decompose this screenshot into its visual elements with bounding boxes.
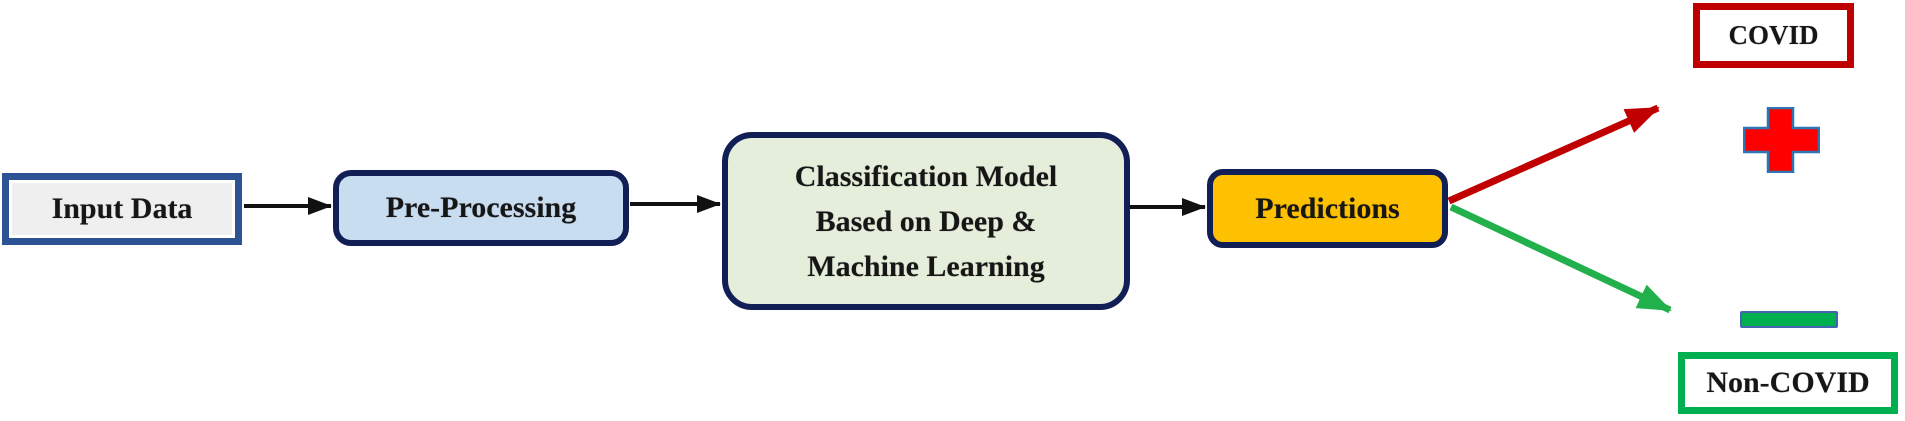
plus-icon — [1743, 107, 1820, 173]
input-data-label: Input Data — [51, 192, 193, 225]
predictions-node: Predictions — [1207, 169, 1448, 248]
predictions-label: Predictions — [1255, 191, 1400, 225]
covid-outcome-node: COVID — [1693, 3, 1854, 68]
arrow-predictions-to-covid — [1447, 104, 1660, 205]
preprocessing-label: Pre-Processing — [385, 191, 577, 224]
model-label-line3: Machine Learning — [807, 249, 1045, 283]
covid-label: COVID — [1728, 20, 1819, 50]
classification-model-node: Classification Model Based on Deep & Mac… — [722, 132, 1130, 310]
plus-shape — [1743, 107, 1820, 173]
minus-icon — [1740, 311, 1838, 328]
input-data-node: Input Data — [2, 173, 242, 245]
model-label-line2: Based on Deep & — [815, 204, 1037, 238]
arrow-predictions-to-non-covid — [1449, 203, 1672, 314]
non-covid-outcome-node: Non-COVID — [1678, 352, 1898, 414]
model-label-line1: Classification Model — [794, 159, 1058, 193]
non-covid-label: Non-COVID — [1706, 366, 1870, 399]
preprocessing-node: Pre-Processing — [333, 170, 629, 246]
